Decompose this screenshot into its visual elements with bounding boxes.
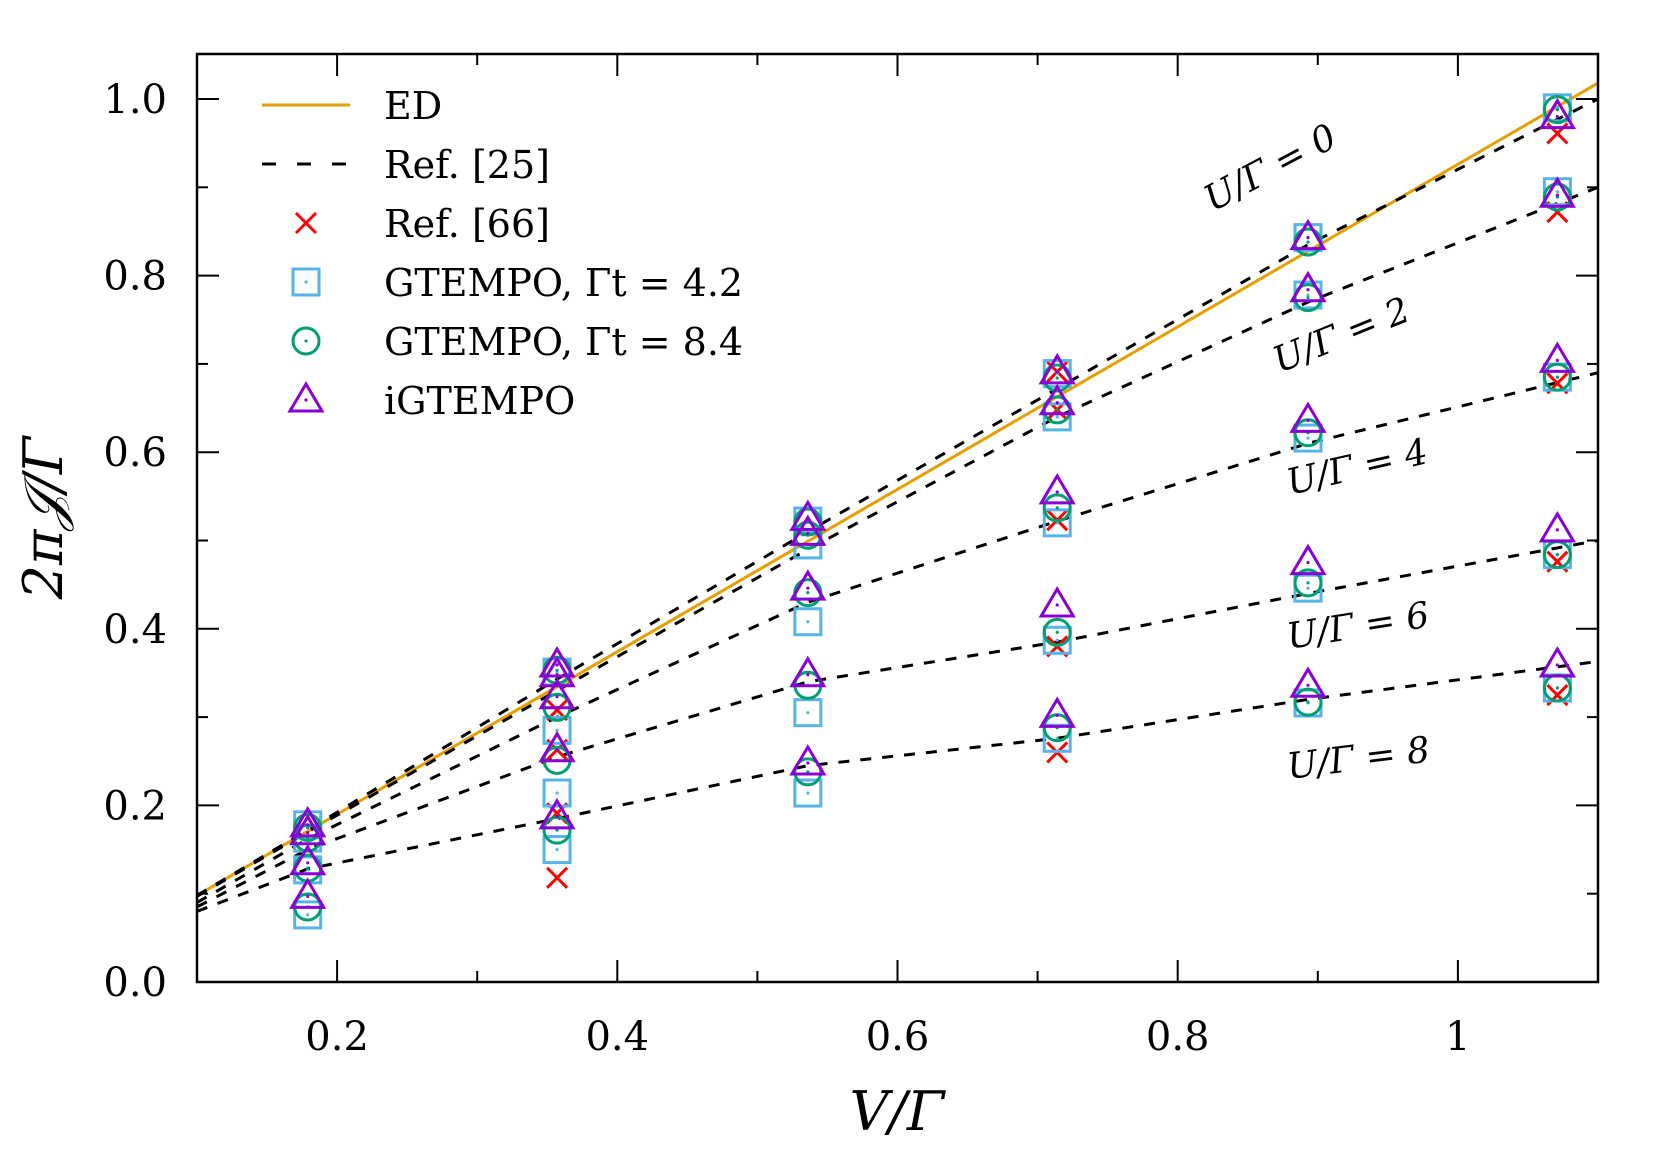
triangle-marker <box>1038 472 1076 505</box>
y-tick-label: 1.0 <box>103 77 167 123</box>
triangle-marker <box>289 843 327 876</box>
series-layer <box>197 81 1598 930</box>
x-marker <box>294 211 318 235</box>
triangle-marker <box>1038 586 1076 618</box>
triangle-marker <box>538 677 576 710</box>
y-tick-label: 0.0 <box>103 960 167 1006</box>
y-tick-label: 0.2 <box>103 783 167 829</box>
square-marker <box>793 698 823 728</box>
x-tick-label: 0.4 <box>585 1014 649 1060</box>
triangle-marker <box>289 877 327 909</box>
triangle-marker <box>1538 97 1577 130</box>
legend-item: GTEMPO, Γt = 8.4 <box>291 320 743 364</box>
ed-line <box>197 81 1598 897</box>
legend-label: iGTEMPO <box>384 379 575 423</box>
legend-label: GTEMPO, Γt = 4.2 <box>384 261 743 305</box>
y-axis-title: 2π𝒥/Γ <box>12 434 75 600</box>
triangle-marker <box>1289 666 1327 698</box>
square-marker <box>793 778 823 808</box>
triangle-marker <box>789 569 827 601</box>
square-marker <box>291 267 321 297</box>
triangle-marker <box>287 381 325 413</box>
circle-marker <box>793 578 823 608</box>
triangle-marker <box>1538 176 1577 208</box>
triangle-marker <box>1038 696 1076 728</box>
square-marker <box>542 778 572 808</box>
triangle-marker <box>1538 510 1577 543</box>
x-tick-label: 0.2 <box>305 1014 369 1060</box>
triangle-marker <box>1038 383 1076 416</box>
square-marker <box>293 900 323 930</box>
circle-marker <box>1293 687 1323 717</box>
legend-label: Ref. [66] <box>384 202 550 246</box>
curve-label: U/Γ = 4 <box>1283 431 1432 503</box>
plot-frame: 0.2 0.4 0.6 0.8 1 0.0 0.2 0.4 0.6 0.8 1.0 <box>103 52 1600 1060</box>
curve-label: U/Γ = 6 <box>1284 595 1432 658</box>
x-tick-label: 1 <box>1445 1014 1470 1060</box>
legend: ED Ref. [25] Ref. [66] GTEMPO, Γt = 4.2GTEM… <box>262 84 743 423</box>
legend-item: GTEMPO, Γt = 4.2 <box>291 261 743 305</box>
y-tick-label: 0.4 <box>103 607 167 653</box>
triangle-marker <box>289 805 327 838</box>
circle-marker <box>1042 493 1072 523</box>
legend-label: Ref. [25] <box>384 143 550 187</box>
x-axis-title: V/Γ <box>850 1080 947 1143</box>
x-marker <box>545 866 569 889</box>
legend-item: iGTEMPO <box>287 379 575 423</box>
triangle-marker <box>789 655 827 688</box>
x-tick-label: 0.8 <box>1146 1014 1210 1060</box>
triangle-marker <box>789 514 827 546</box>
square-marker <box>542 835 572 865</box>
circle-marker <box>1542 362 1572 392</box>
ref25-dashed-line <box>197 659 1598 913</box>
square-marker <box>793 607 823 637</box>
curve-label: U/Γ = 2 <box>1267 290 1415 382</box>
legend-label: ED <box>384 84 442 128</box>
legend-item: ED <box>262 84 442 128</box>
triangle-marker <box>1038 352 1076 385</box>
x-tick-label: 0.6 <box>866 1014 930 1060</box>
square-marker <box>542 715 572 745</box>
curve-label: U/Γ = 0 <box>1197 117 1343 221</box>
triangle-marker <box>1289 401 1327 433</box>
triangle-marker <box>1289 218 1327 251</box>
legend-label: GTEMPO, Γt = 8.4 <box>384 320 743 364</box>
triangle-marker <box>789 744 827 776</box>
legend-item: Ref. [66] <box>294 202 550 246</box>
square-marker <box>1042 625 1072 655</box>
circle-marker <box>291 326 321 356</box>
triangle-marker <box>289 813 327 846</box>
circle-marker <box>542 815 572 845</box>
ref25-dashed-line <box>197 539 1598 909</box>
triangle-marker <box>1289 270 1327 303</box>
circle-marker <box>1542 95 1572 125</box>
triangle-marker <box>1289 543 1327 576</box>
triangle-marker <box>538 797 576 830</box>
legend-item: Ref. [25] <box>262 143 550 187</box>
curve-label: U/Γ = 8 <box>1285 730 1432 788</box>
circle-marker <box>1293 568 1323 598</box>
y-tick-label: 0.6 <box>103 430 167 476</box>
triangle-marker <box>1538 341 1577 373</box>
triangle-marker <box>538 655 576 688</box>
circle-marker <box>1042 617 1072 647</box>
triangle-marker <box>538 730 576 763</box>
triangle-marker <box>1538 646 1577 678</box>
y-tick-label: 0.8 <box>103 254 167 300</box>
circle-marker <box>293 853 323 883</box>
